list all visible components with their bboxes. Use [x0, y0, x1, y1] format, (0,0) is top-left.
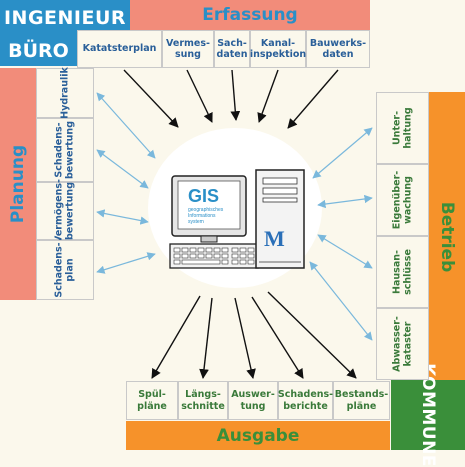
arrow-hausanschluesse — [317, 234, 373, 269]
gis-subtitle-3: system — [188, 219, 204, 225]
arrow-vermoegensbewertung — [96, 209, 149, 225]
ausgabe-item-bestandsplaene: Bestands- pläne — [333, 381, 390, 420]
betrieb-item-abwasserkataster: Abwasser- kataster — [376, 308, 429, 380]
tower-letter: M — [264, 226, 285, 251]
kommune-header: KOMMUNE — [391, 363, 465, 467]
planung-item-schadensbewertung: Schadens- bewertung — [36, 118, 94, 182]
betrieb-item-eigenueberwachung: Eigenüber- wachung — [376, 164, 429, 236]
ausgabe-item-laengsschnitte: Längs- schnitte — [178, 381, 228, 420]
tower-icon — [255, 169, 305, 269]
ausgabe-item-auswertung: Auswer- tung — [228, 381, 278, 420]
planung-item-schadensplan: Schadens- plan — [36, 240, 94, 300]
erfassung-header: Erfassung — [130, 0, 370, 30]
title-ingenieur: INGENIEUR — [0, 0, 130, 36]
ausgabe-item-schadensberichte: Schadens- berichte — [278, 381, 333, 420]
arrow-kanalinspektion — [257, 69, 279, 123]
arrow-auswertung — [234, 297, 256, 379]
planung-item-vermoegensbewertung: Vermögens- bewertung — [36, 179, 94, 243]
arrow-abwasserkataster — [309, 261, 373, 341]
betrieb-item-unterhaltung: Unter- haltung — [376, 92, 429, 164]
computer-illustration: GIS geographisches Informations system M — [169, 169, 305, 269]
erfassung-item-sachdaten: Sach- daten — [214, 30, 250, 68]
gis-title: GIS — [188, 186, 219, 206]
arrow-sachdaten — [230, 69, 241, 121]
arrow-vermessung — [186, 69, 213, 123]
arrow-hydraulik — [96, 92, 156, 159]
arrow-schadensbewertung — [96, 149, 149, 189]
arrow-laengsschnitte — [199, 297, 213, 379]
arrow-schadensplan — [96, 252, 156, 274]
erfassung-item-katasterplan: Katatsterplan — [77, 30, 162, 68]
gis-subtitle-2: Informations — [188, 213, 216, 219]
arrow-eigenueberwachung — [317, 194, 373, 209]
arrow-katasterplan — [123, 69, 179, 128]
diagram-graphics: GIS geographisches Informations system M — [96, 69, 373, 379]
arrow-schadensberichte — [251, 296, 304, 379]
planung-item-hydraulik: Hydraulik — [36, 67, 94, 119]
arrow-bauwerksdaten — [287, 69, 339, 129]
title-buero: BÜRO — [0, 36, 77, 66]
betrieb-header: Betrieb — [429, 92, 465, 382]
ausgabe-item-spuelplaene: Spül- pläne — [126, 381, 178, 420]
betrieb-item-hausanschluesse: Hausan- schlüsse — [376, 236, 429, 308]
erfassung-item-vermessung: Vermes- sung — [162, 30, 214, 68]
planung-header: Planung — [0, 68, 36, 300]
ausgabe-header: Ausgabe — [126, 421, 390, 450]
gis-subtitle-1: geographisches — [188, 207, 224, 213]
arrow-unterhaltung — [312, 127, 373, 179]
erfassung-item-kanalinspektion: Kanal- inspektion — [250, 30, 306, 68]
arrow-spuelplaene — [151, 295, 201, 379]
arrow-bestandsplaene — [267, 291, 357, 379]
erfassung-item-bauwerksdaten: Bauwerks- daten — [306, 30, 370, 68]
